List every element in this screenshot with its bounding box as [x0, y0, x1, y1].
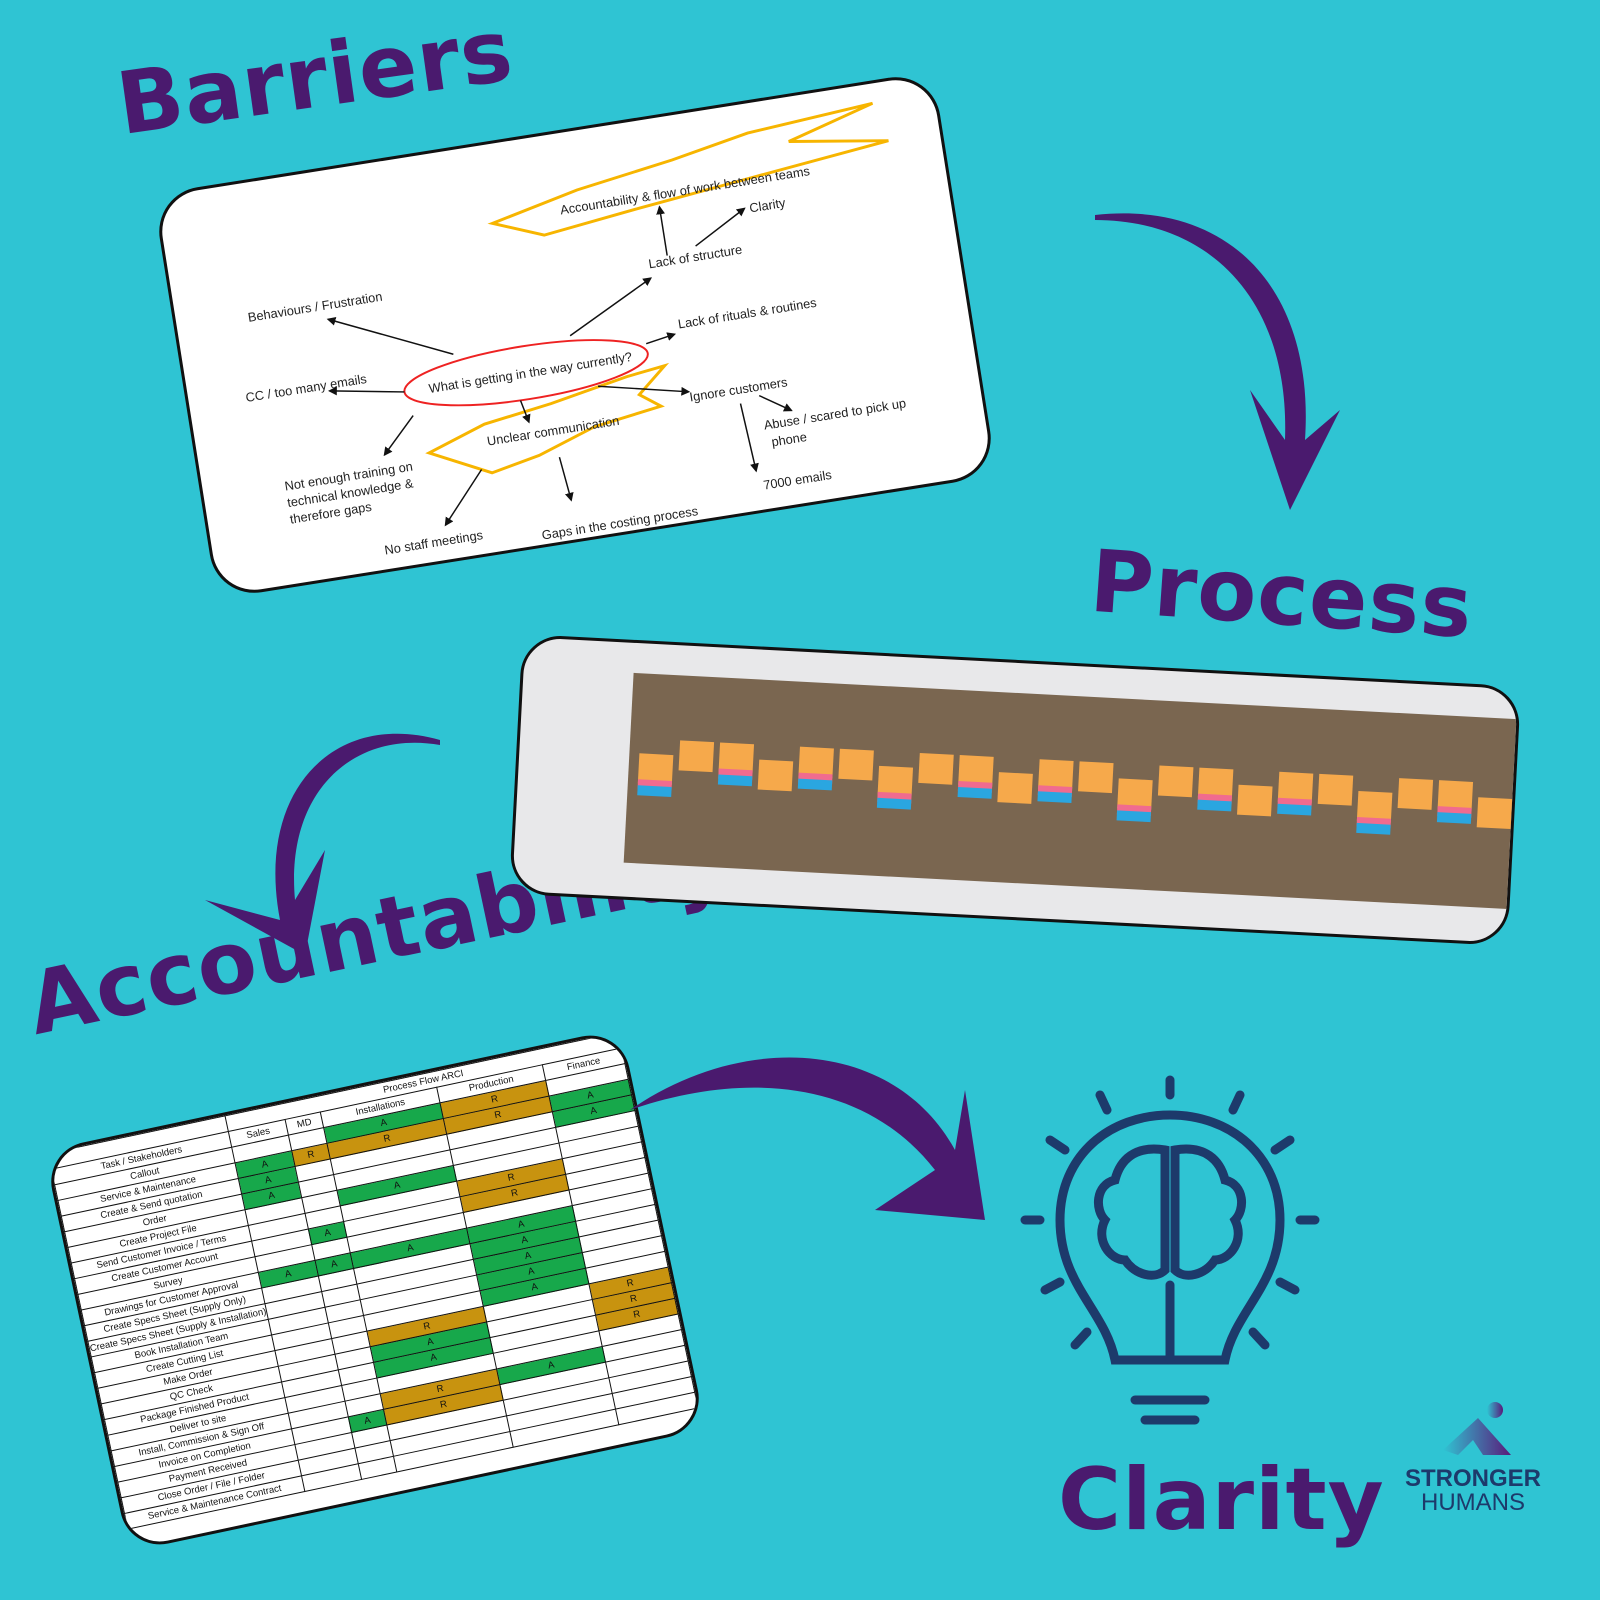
sticky-note [1037, 791, 1072, 803]
sticky-note [1197, 799, 1232, 812]
sticky-note [997, 772, 1033, 804]
node: Abuse / scared to pick up [763, 395, 907, 432]
node: Lack of rituals & routines [677, 295, 818, 332]
lightbulb-brain-icon [1020, 1075, 1320, 1425]
highlight-star [487, 101, 889, 237]
sticky-note [918, 752, 954, 785]
node: Gaps in the costing process [541, 503, 699, 543]
sticky-note [1078, 761, 1114, 794]
sticky-note [797, 778, 833, 791]
center-ellipse [403, 339, 649, 407]
sticky-note [838, 748, 874, 781]
logo-line1: STRONGER [1404, 1465, 1541, 1492]
curved-arrow-icon [1095, 213, 1340, 510]
node: Ignore customers [688, 374, 788, 404]
sticky-note [1317, 773, 1354, 806]
sticky-note [1356, 822, 1391, 835]
sticky-note [957, 787, 993, 799]
curved-arrow-icon [205, 733, 440, 955]
node: 7000 emails [762, 467, 833, 493]
brown-paper [623, 672, 1522, 910]
mindmap-arrows [326, 205, 793, 527]
sticky-note [1157, 765, 1194, 798]
node: CC / too many emails [245, 371, 368, 405]
node: No staff meetings [383, 527, 483, 557]
node: phone [770, 429, 808, 449]
sticky-note [1277, 803, 1312, 816]
node: Behaviours / Frustration [247, 289, 384, 325]
center-question: What is getting in the way currently? [428, 349, 633, 396]
sticky-note [637, 785, 672, 798]
clarity-title: Clarity [1058, 1450, 1385, 1550]
logo-mark-icon [1443, 1402, 1511, 1455]
barriers-mindmap-card: Accountability & flow of work between te… [152, 70, 998, 600]
node: Clarity [748, 195, 787, 216]
process-title: Process [1086, 531, 1477, 659]
highlight-star [425, 362, 670, 475]
sticky-note [1476, 797, 1513, 829]
sticky-note [1397, 778, 1434, 810]
sticky-note [1116, 810, 1152, 823]
sticky-note [1237, 784, 1273, 817]
sticky-note [876, 797, 912, 810]
sticky-note [717, 774, 753, 787]
mindmap: Accountability & flow of work between te… [245, 101, 907, 558]
logo-line2: HUMANS [1420, 1489, 1525, 1516]
stronger-humans-logo: STRONGER HUMANS [1398, 1400, 1548, 1517]
barriers-title: Barriers [111, 0, 519, 156]
sticky-note [1436, 812, 1472, 824]
sticky-note [757, 759, 794, 792]
node: Lack of structure [647, 242, 743, 272]
sticky-note [678, 740, 715, 773]
process-wall-photo [508, 634, 1522, 946]
curved-arrow-icon [630, 1057, 985, 1220]
